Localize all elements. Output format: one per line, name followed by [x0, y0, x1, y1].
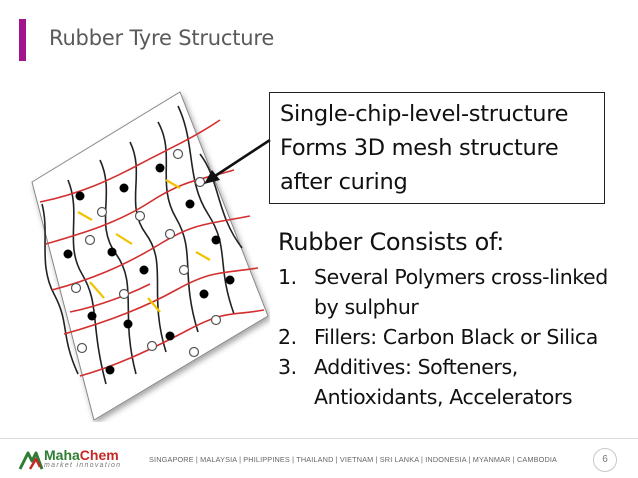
list-number: 2.: [278, 325, 297, 349]
mesh-sheet: [31, 91, 269, 421]
title-accent-bar: [19, 19, 26, 61]
logo-tagline: market innovation: [44, 462, 122, 469]
silica-particles: [70, 148, 222, 358]
list-number: 1.: [278, 265, 297, 289]
footer-divider: [0, 438, 638, 439]
logo-maha: Maha: [44, 447, 80, 463]
slide-title: Rubber Tyre Structure: [49, 26, 275, 50]
logo-chem: Chem: [79, 447, 119, 463]
black-polymer-chains: [41, 105, 243, 385]
list-item: 2. Fillers: Carbon Black or Silica: [278, 322, 628, 352]
carbon-black-particles: [63, 163, 235, 375]
list-text: Additives: Softeners,: [314, 355, 518, 379]
list-text: Several Polymers cross-linked: [314, 265, 608, 289]
list-item-continuation: Antioxidants, Accelerators: [314, 385, 573, 409]
callout-line-1: Single-chip-level-structure: [280, 101, 569, 127]
logo-wordmark: MahaChem: [44, 447, 119, 463]
callout-line-2: Forms 3D mesh structure: [280, 135, 559, 161]
list-number: 3.: [278, 355, 297, 379]
mahachem-logo-icon: [18, 451, 44, 470]
sulphur-crosslinks: [77, 179, 211, 313]
rubber-mesh-diagram: [31, 91, 269, 421]
composition-heading: Rubber Consists of:: [278, 228, 505, 256]
list-item: 3. Additives: Softeners,: [278, 352, 628, 382]
composition-list: 1. Several Polymers cross-linked by sulp…: [278, 262, 628, 412]
list-text: Fillers: Carbon Black or Silica: [314, 325, 598, 349]
list-item-continuation: by sulphur: [314, 295, 419, 319]
page-number: 6: [593, 448, 617, 472]
list-item: 1. Several Polymers cross-linked: [278, 262, 628, 292]
callout-line-3: after curing: [280, 169, 408, 195]
callout-arrow: [204, 138, 271, 184]
callout-box: Single-chip-level-structure Forms 3D mes…: [269, 92, 605, 204]
footer-countries: SINGAPORE | MALAYSIA | PHILIPPINES | THA…: [149, 455, 558, 464]
